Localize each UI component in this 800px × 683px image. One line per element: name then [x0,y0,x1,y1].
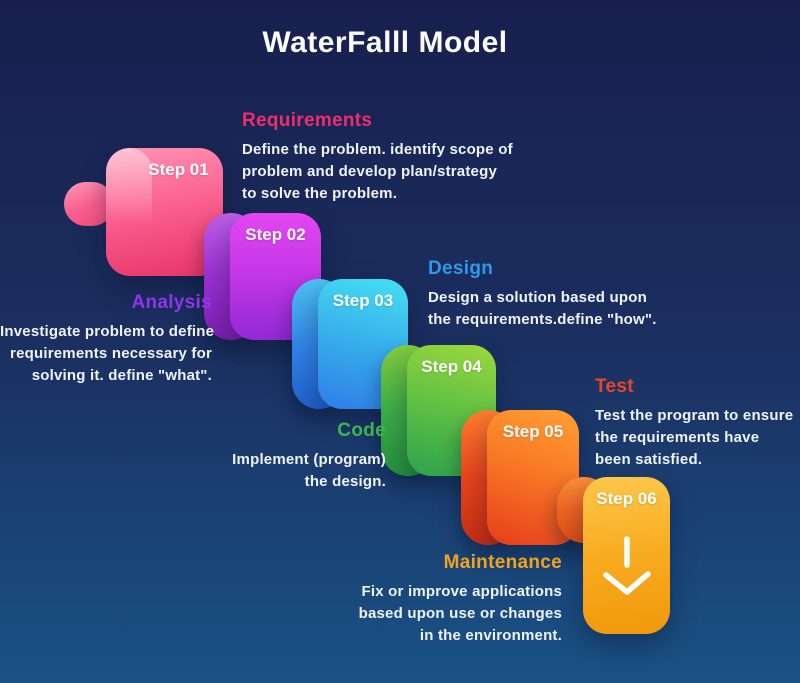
test-annotation: Test Test the program to ensure the requ… [595,376,793,471]
design-heading: Design [428,258,494,279]
code-line: the design. [304,473,386,490]
requirements-line: Define the problem. identify scope of [242,141,513,158]
test-line: Test the program to ensure [595,407,794,424]
page-title: WaterFalll Model [262,26,508,59]
code-line: Implement (program) [232,451,386,468]
design-line: the requirements.define "how". [428,311,657,328]
analysis-annotation: Analysis Investigate problem to define r… [0,292,215,387]
code-annotation: Code Implement (program) the design. [166,420,386,493]
test-line: been satisfied. [595,451,703,468]
analysis-heading: Analysis [131,292,212,313]
step-01-roll-highlight [106,148,152,240]
design-line: Design a solution based upon [428,289,647,306]
analysis-line: solving it. define "what". [31,367,212,384]
test-heading: Test [595,376,634,397]
maintenance-line: Fix or improve applications [361,583,562,600]
step-06-label: Step 06 [596,489,657,508]
down-arrow-icon [601,535,653,606]
requirements-heading: Requirements [242,110,373,131]
step-05-label: Step 05 [502,422,564,441]
code-heading: Code [337,420,386,441]
requirements-annotation: Requirements Define the problem. identif… [242,110,513,205]
step-04-label: Step 04 [421,357,482,376]
analysis-line: requirements necessary for [10,345,212,362]
step-02-label: Step 02 [245,225,306,244]
requirements-line: to solve the problem. [242,185,398,202]
test-line: the requirements have [595,429,760,446]
maintenance-heading: Maintenance [443,552,562,573]
requirements-line: problem and develop plan/strategy [242,163,497,180]
step-06-ribbon: Step 06 [583,477,670,634]
step-01-ribbon: Step 01 [106,148,223,276]
design-annotation: Design Design a solution based upon the … [428,258,657,331]
step-01-ribbon-tail [64,182,114,226]
step-03-label: Step 03 [332,291,394,310]
step-01-label: Step 01 [148,160,209,179]
analysis-line: Investigate problem to define [0,323,215,340]
maintenance-line: in the environment. [419,627,562,644]
maintenance-annotation: Maintenance Fix or improve applications … [342,552,562,647]
maintenance-line: based upon use or changes [358,605,562,622]
